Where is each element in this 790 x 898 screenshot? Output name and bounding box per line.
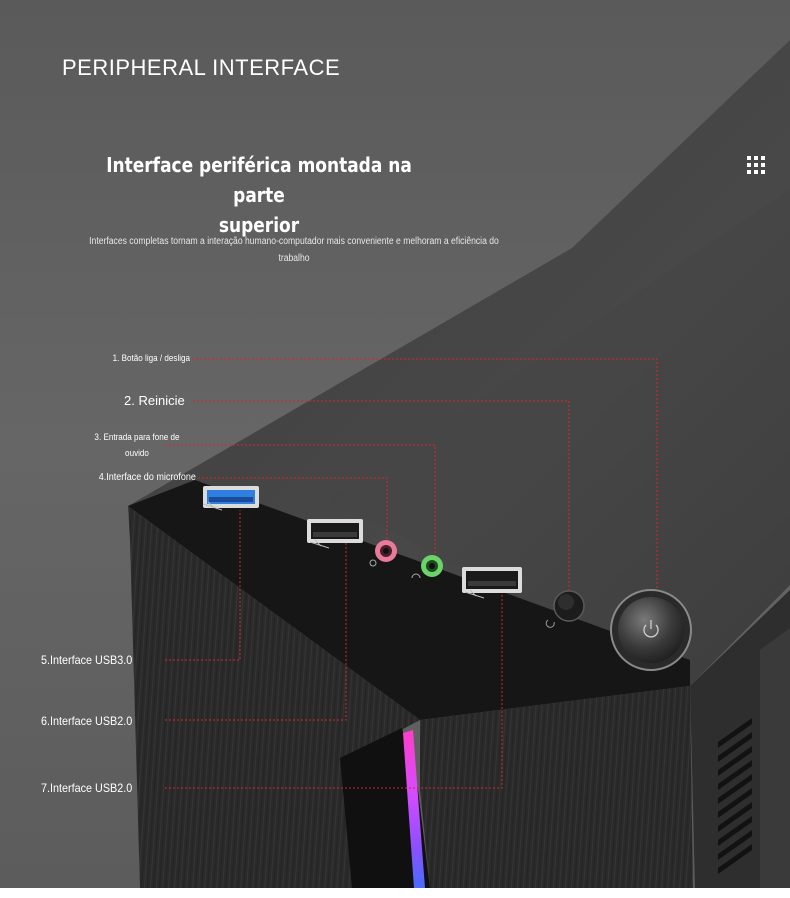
microphone-jack[interactable]: [375, 540, 397, 562]
grid-menu-icon[interactable]: [747, 156, 765, 174]
usb2-port-b[interactable]: [462, 567, 522, 593]
headline-line-1: Interface periférica montada na parte: [106, 153, 412, 207]
headline-line-2: superior: [218, 213, 300, 237]
callout-headphone-line-2: ouvido: [125, 448, 149, 458]
usb-icon: [202, 501, 223, 511]
usb-icon: [309, 539, 330, 549]
callout-usb2-a: 6.Interface USB2.0: [41, 714, 133, 728]
usb2-port-a[interactable]: [307, 519, 363, 543]
reset-button[interactable]: [553, 590, 585, 622]
headphone-icon: [411, 573, 421, 579]
headphone-jack[interactable]: [421, 555, 443, 577]
power-icon: [643, 620, 659, 638]
headline: Interface periférica montada na parte su…: [98, 150, 419, 240]
callout-headphone-line-1: 3. Entrada para fone de: [94, 432, 180, 442]
usb3-port[interactable]: [203, 486, 259, 508]
callout-microphone: 4.Interface do microfone: [98, 472, 196, 483]
callout-headphone: 3. Entrada para fone de ouvido: [88, 429, 187, 461]
callout-power-button: 1. Botão liga / desliga: [112, 353, 190, 363]
subtitle-line-1: Interfaces completas tornam a interação …: [89, 236, 499, 247]
subtitle-line-2: trabalho: [278, 253, 310, 264]
power-button[interactable]: [610, 589, 692, 671]
callout-usb2-b: 7.Interface USB2.0: [41, 781, 133, 795]
reset-icon: [545, 619, 555, 628]
header-title: PERIPHERAL INTERFACE: [62, 55, 341, 80]
microphone-icon: [369, 559, 377, 567]
callout-reset: 2. Reinicie: [124, 393, 185, 408]
callout-usb3: 5.Interface USB3.0: [41, 653, 133, 667]
subtitle: Interfaces completas tornam a interação …: [58, 233, 529, 267]
usb-icon: [464, 589, 485, 599]
